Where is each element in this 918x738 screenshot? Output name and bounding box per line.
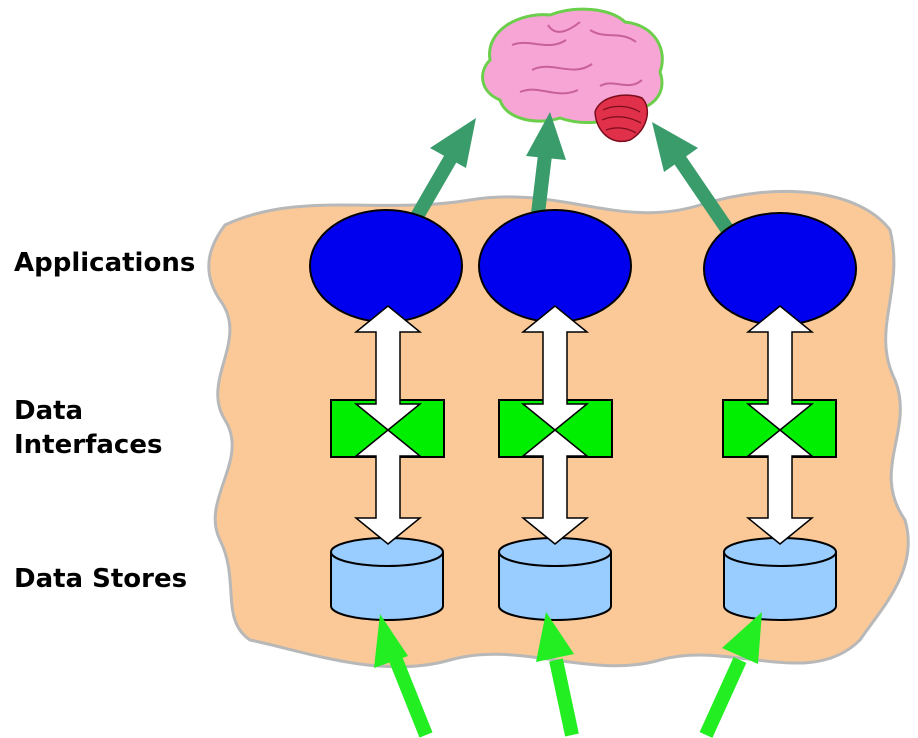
data-store-cylinder-2 <box>498 537 612 621</box>
data-interfaces-label-line1: Data <box>14 396 84 426</box>
double-arrow-3-2 <box>745 429 815 545</box>
input-arrow-3 <box>699 612 762 738</box>
input-arrow-2 <box>536 612 579 737</box>
double-arrow-1-2 <box>353 429 423 545</box>
application-ellipse-1 <box>309 209 463 323</box>
data-stores-label: Data Stores <box>14 564 188 594</box>
app-to-brain-arrows <box>401 112 746 252</box>
input-arrows <box>374 612 762 738</box>
brain-icon <box>481 7 664 143</box>
data-store-cylinder-1 <box>330 537 444 621</box>
double-arrow-2-2 <box>520 429 590 545</box>
data-interfaces-label-line2: Interfaces <box>14 430 163 460</box>
double-arrows <box>353 305 815 545</box>
input-arrow-1 <box>374 614 433 738</box>
data-store-cylinder-3 <box>723 537 837 621</box>
data-interfaces-label: Data Interfaces <box>14 394 162 462</box>
applications-label: Applications <box>14 248 196 278</box>
